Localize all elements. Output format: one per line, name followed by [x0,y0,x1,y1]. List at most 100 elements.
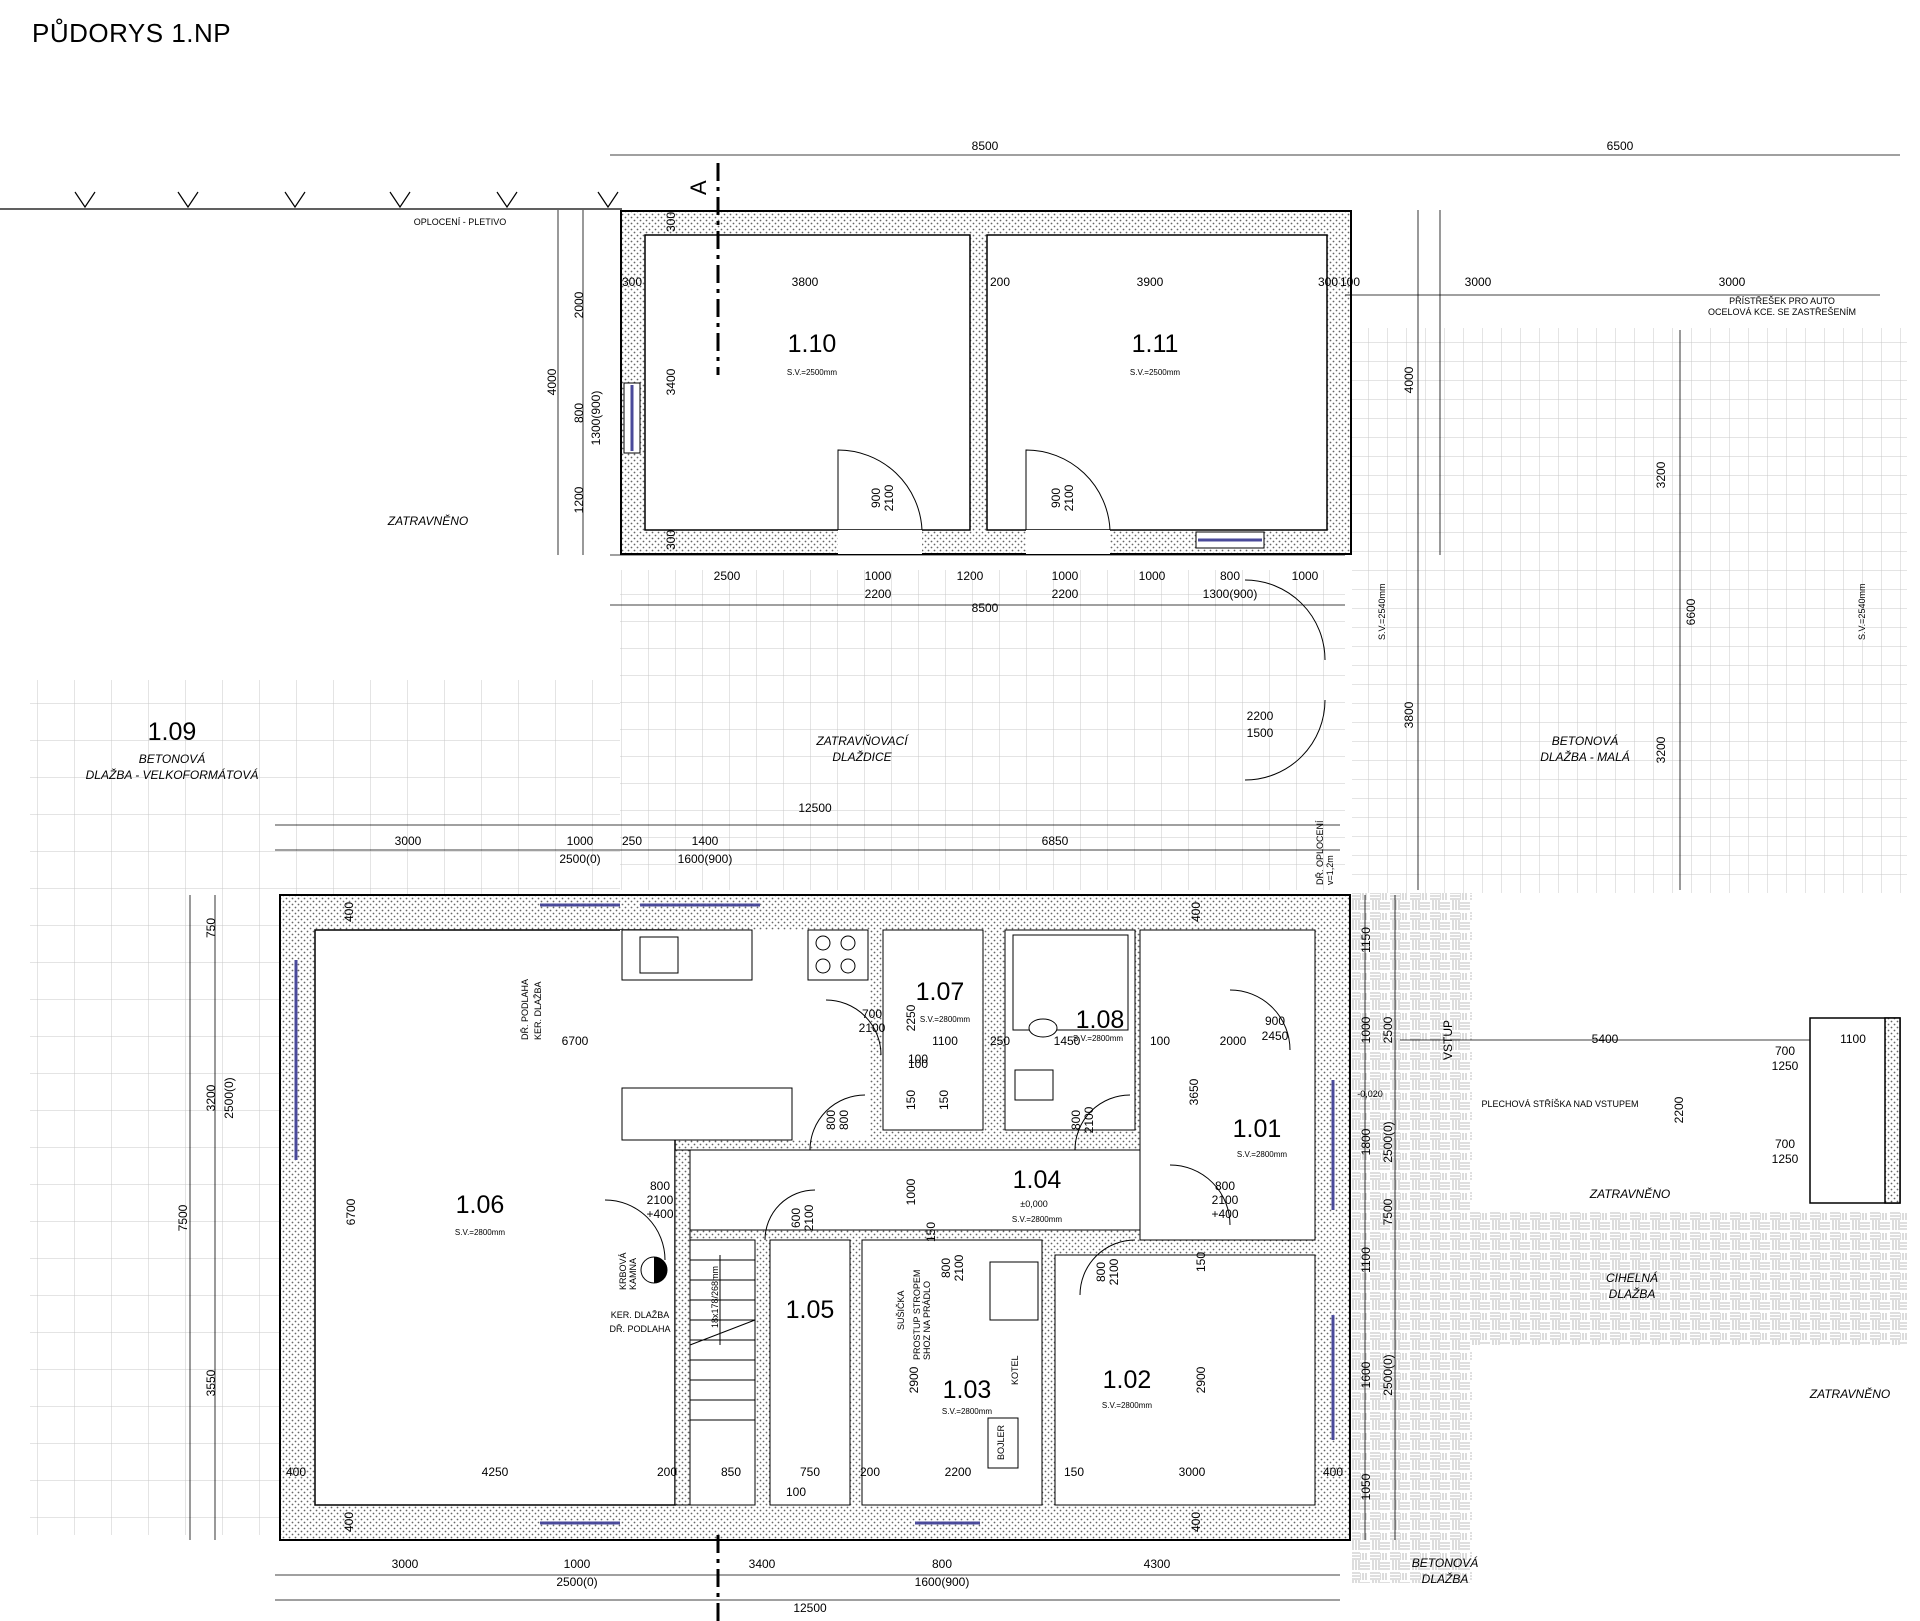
dim-text: 3200 [1654,736,1668,763]
room-1-10-number: 1.10 [788,330,837,358]
dim-text: 750 [800,1465,820,1479]
dim-text: 400 [1323,1465,1343,1479]
dim-text: 3000 [1719,275,1746,289]
brick-label-2: DLAŽBA [1609,1286,1656,1301]
dim-text: 1000 [904,1178,918,1205]
dim-text: 300 [622,275,642,289]
dim-text: 2500(0) [559,852,600,866]
fence-label: OPLOCENÍ - PLETIVO [414,217,507,227]
dim-text: 100 [786,1485,806,1499]
dim-text: 2500 [1381,1016,1395,1043]
dim-text: 2100 [1082,1106,1096,1133]
dim-text: 400 [342,1512,356,1532]
dim-text: 3200 [204,1084,218,1111]
dim-text: 2500(0) [556,1575,597,1589]
dim-text: 2900 [907,1366,921,1393]
dim-text: 1250 [1772,1059,1799,1073]
dim-text: 200 [860,1465,880,1479]
dim-text: 6600 [1684,598,1698,625]
dim-text: 1100 [1359,1247,1373,1273]
dim-text: 100 [1340,275,1360,289]
dim-text: 3200 [1654,461,1668,488]
dim-text: 150 [937,1090,951,1110]
dim-text: 1150 [1359,927,1373,953]
concrete-label-1: BETONOVÁ [1412,1555,1478,1570]
dim-text: 1600(900) [915,1575,970,1589]
dim-text: 250 [622,834,642,848]
dim-text: 2900 [1194,1366,1208,1393]
dim-text: 1200 [572,486,586,513]
dim-text: 400 [286,1465,306,1479]
dim-text: 700 [1775,1044,1795,1058]
dim-text: 1100 [932,1034,958,1048]
fence-note-1: DŘ. OPLOCENÍ [1315,820,1325,885]
floor-ceramic-label: KER. DLAŽBA [533,981,543,1040]
dim-text: 2200 [865,587,892,601]
dim-text: 150 [924,1222,938,1242]
room-1-01-height: S.V.=2800mm [1237,1150,1288,1159]
dim-text: 1100 [1840,1032,1866,1046]
stove-label-2: KAMNA [628,1258,638,1290]
dim-text: 8500 [972,601,999,615]
dim-text: 1450 [1054,1034,1081,1048]
room-labels: 1.10 S.V.=2500mm 1.11 S.V.=2500mm 1.09 1… [148,330,1288,1416]
canopy-label: PLECHOVÁ STŘÍŠKA NAD VSTUPEM [1481,1099,1638,1109]
dim-text: 1250 [1772,1152,1799,1166]
dim-text: 300 [1318,275,1338,289]
dim-text: 2500(0) [222,1077,236,1118]
dim-text: 3000 [1465,275,1492,289]
dim-text: 850 [721,1465,741,1479]
dim-text: 1600 [1359,1361,1373,1388]
fence-line [0,191,622,210]
dim-text: 1000 [1292,569,1319,583]
dim-text: 2100 [859,1021,886,1035]
grass-label-2: ZATRAVNĚNO [1589,1186,1670,1201]
dim-text: 400 [342,902,356,922]
dim-text: 300 [664,530,678,550]
page-title: PŮDORYS 1.NP [32,18,232,48]
dim-text: 6500 [1607,139,1634,153]
dim-text: 2100 [882,484,896,511]
grass-tiles-label-2: DLAŽDICE [832,749,892,764]
room-1-04-height: S.V.=2800mm [1012,1215,1063,1224]
section-marker-label: A [686,180,711,195]
paving-small-label-1: BETONOVÁ [1552,733,1618,748]
dim-text: 2500 [714,569,741,583]
main-house [279,579,1351,1541]
brick-label-1: CIHELNÁ [1606,1270,1658,1285]
paving-large-label-1: BETONOVÁ [139,751,205,766]
paving-large-label-2: DLAŽBA - VELKOFORMÁTOVÁ [86,767,259,782]
room-1-02-height: S.V.=2800mm [1102,1401,1153,1410]
dim-text: 1500 [1247,726,1274,740]
dimension-values: 8500 6500 300 3800 200 3900 300 100 3000… [176,139,1866,1615]
ceiling-pass-label-1: PROSTUP STROPEM [912,1270,922,1360]
dim-text: 800 [1094,1262,1108,1282]
dim-text: 3000 [1179,1465,1206,1479]
dim-text: 1800 [1359,1128,1373,1155]
grass-tiles-area [620,570,1345,890]
entrance-label: VSTUP [1441,1020,1455,1060]
dim-text: 3650 [1187,1078,1201,1105]
dim-text: 3400 [749,1557,776,1571]
dim-text: 800 [939,1258,953,1278]
grass-label-3: ZATRAVNĚNO [1809,1386,1890,1401]
dim-text: 6700 [344,1198,358,1225]
drier-label: SUŠIČKA [896,1290,906,1330]
dim-text: 600 [789,1208,803,1228]
dim-text: 800 [650,1179,670,1193]
dim-text: 2250 [904,1004,918,1031]
entrance-steps [1809,1017,1901,1204]
dim-text: 2500(0) [1381,1354,1395,1395]
dim-text: 3800 [792,275,819,289]
dim-text: 1000 [865,569,892,583]
room-1-05-number: 1.05 [786,1296,835,1324]
room-1-08-number: 1.08 [1076,1006,1125,1034]
brick-path [1352,893,1472,1583]
room-1-01-number: 1.01 [1233,1115,1282,1143]
dim-text: 2200 [1672,1096,1686,1123]
dim-text: 800 [572,403,586,423]
dim-text: 200 [657,1465,677,1479]
dim-text: 3800 [1402,701,1416,728]
room-1-06-number: 1.06 [456,1191,505,1219]
carport-height-2: S.V.=2540mm [1857,584,1867,640]
